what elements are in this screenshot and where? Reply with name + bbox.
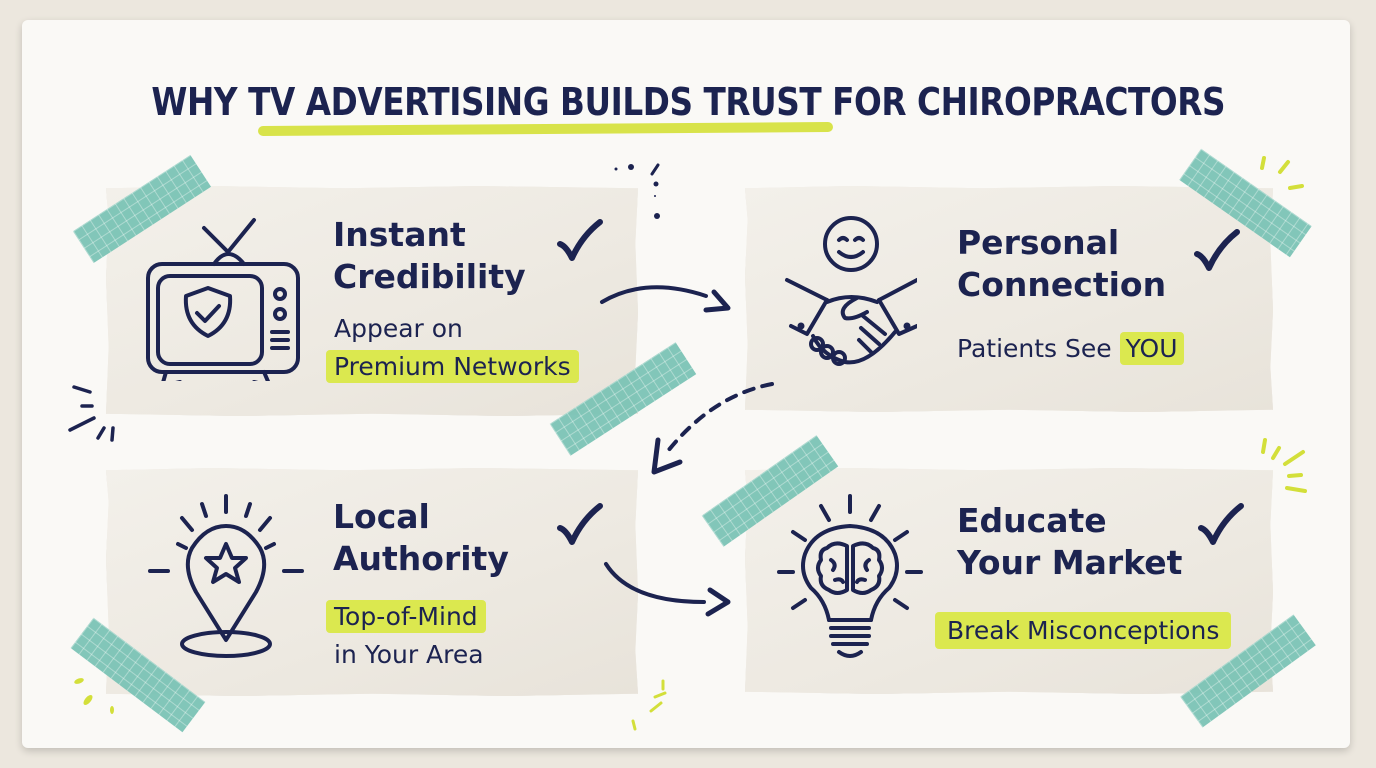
flow-arrow-3-to-4 — [604, 562, 731, 617]
checkmark-icon — [1198, 503, 1244, 545]
card-instant-credibility: Instant Credibility Appear on Premium Ne… — [106, 186, 638, 416]
sparkle-lines-decoration — [68, 385, 115, 442]
sparkle-dots-decoration — [614, 163, 660, 219]
card-subtitle: Patients See YOU — [957, 330, 1184, 368]
card-subtitle: Break Misconceptions — [935, 612, 1232, 650]
handshake-smiley-icon — [785, 216, 917, 366]
card-title: Personal Connection — [957, 223, 1167, 304]
card-personal-connection: Personal Connection Patients See YOU — [745, 186, 1273, 412]
card-title: Educate Your Market — [957, 501, 1183, 582]
checkmark-icon — [557, 219, 603, 261]
yellow-sparkle-decoration — [1261, 438, 1307, 493]
card-title: Local Authority — [333, 497, 509, 578]
card-subtitle: Top-of-Mind in Your Area — [326, 598, 486, 674]
card-educate-market: Educate Your Market Break Misconceptions — [745, 468, 1273, 694]
highlighted-text: Break Misconceptions — [935, 612, 1232, 649]
card-subtitle: Appear on Premium Networks — [326, 310, 579, 386]
card-title: Instant Credibility — [333, 215, 526, 296]
highlighted-text: Premium Networks — [326, 350, 579, 383]
lightbulb-brain-icon — [777, 494, 923, 658]
page-title-wrap: WHY TV ADVERTISING BUILDS TRUST FOR CHIR… — [0, 80, 1376, 124]
flow-arrow-2-to-3-dashed — [651, 382, 774, 475]
flow-arrow-1-to-2 — [600, 285, 731, 313]
highlighted-text: YOU — [1119, 332, 1184, 365]
location-pin-star-icon — [148, 494, 304, 658]
checkmark-icon — [1194, 229, 1240, 271]
page-title: WHY TV ADVERTISING BUILDS TRUST FOR CHIR… — [151, 80, 1225, 124]
highlighted-text: Top-of-Mind — [326, 600, 486, 633]
yellow-sparkle-decoration — [631, 679, 667, 731]
yellow-sparkle-decoration — [74, 678, 114, 714]
tv-shield-icon — [146, 218, 300, 381]
card-local-authority: Local Authority Top-of-Mind in Your Area — [106, 468, 638, 696]
checkmark-icon — [557, 503, 603, 545]
yellow-sparkle-decoration — [1260, 156, 1304, 190]
